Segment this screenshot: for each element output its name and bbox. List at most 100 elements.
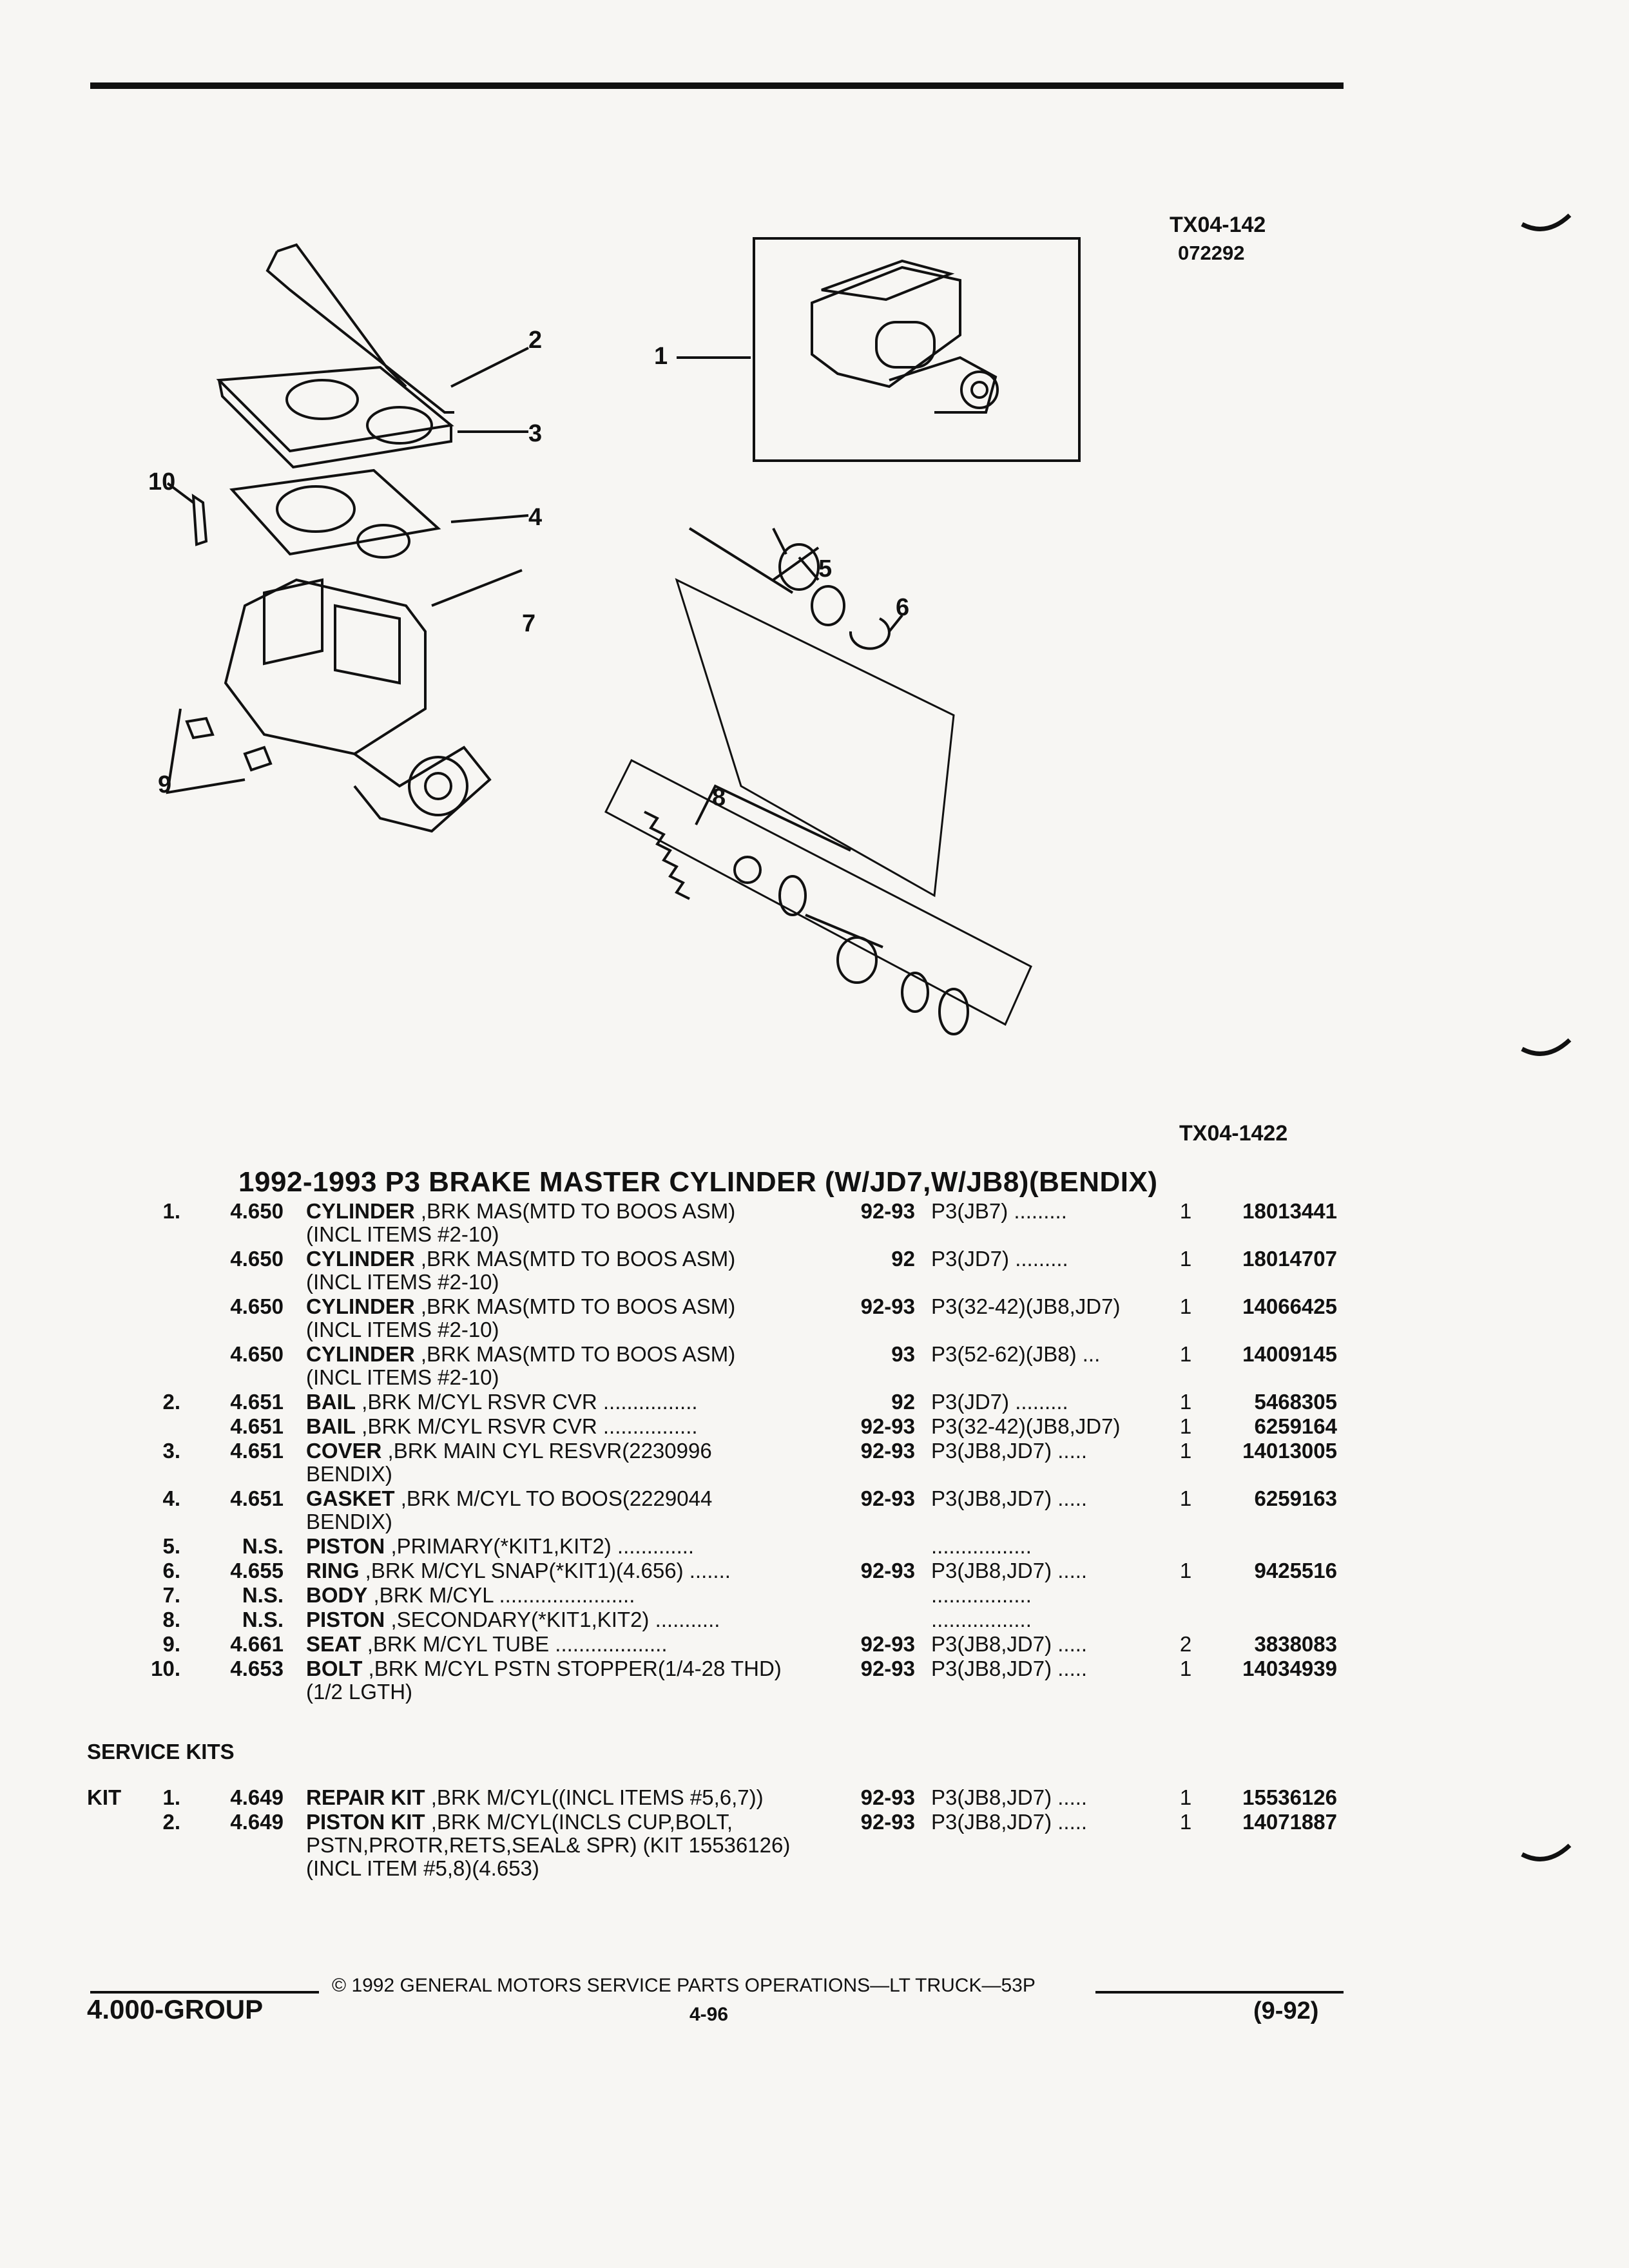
part-description: BAIL ,BRK M/CYL RSVR CVR ...............…	[306, 1390, 698, 1414]
part-detail: ,BRK M/CYL((INCL ITEMS #5,6,7))	[430, 1785, 764, 1809]
years: 92-93	[860, 1414, 915, 1438]
item-number: 1.	[162, 1199, 180, 1223]
part-number: 5468305	[1254, 1390, 1337, 1414]
model: P3(JB8,JD7) .....	[931, 1486, 1088, 1510]
group-number: N.S.	[242, 1608, 284, 1631]
part-description: COVER ,BRK MAIN CYL RESVR(2230996	[306, 1439, 712, 1463]
group-number: 4.650	[230, 1342, 284, 1366]
model: P3(JB8,JD7) .....	[931, 1657, 1088, 1680]
model: .................	[931, 1534, 1032, 1558]
group-number: 4.661	[230, 1632, 284, 1656]
quantity: 1	[1179, 1294, 1192, 1318]
part-name: CYLINDER	[306, 1247, 415, 1271]
part-detail: ,BRK MAIN CYL RESVR(2230996	[387, 1439, 712, 1463]
item-number: 6.	[162, 1559, 180, 1582]
item-number: 3.	[162, 1439, 180, 1463]
part-detail: ,BRK M/CYL(INCLS CUP,BOLT,	[430, 1810, 733, 1834]
part-description: CYLINDER ,BRK MAS(MTD TO BOOS ASM)	[306, 1295, 735, 1318]
part-number: 3838083	[1254, 1632, 1337, 1656]
callout-4: 4	[528, 504, 542, 531]
part-name: RING	[306, 1559, 360, 1582]
part-description: CYLINDER ,BRK MAS(MTD TO BOOS ASM)	[306, 1343, 735, 1366]
part-description: BODY ,BRK M/CYL .......................	[306, 1584, 635, 1607]
quantity: 2	[1179, 1632, 1192, 1656]
part-description: REPAIR KIT ,BRK M/CYL((INCL ITEMS #5,6,7…	[306, 1786, 764, 1809]
part-name: GASKET	[306, 1486, 395, 1510]
item-number: 5.	[162, 1534, 180, 1558]
part-description: SEAT ,BRK M/CYL TUBE ...................	[306, 1633, 668, 1656]
part-name: PISTON	[306, 1534, 385, 1558]
ref-code: TX04-142	[1170, 213, 1266, 237]
part-detail: ,PRIMARY(*KIT1,KIT2) .............	[390, 1534, 695, 1558]
model: P3(32-42)(JB8,JD7)	[931, 1414, 1121, 1438]
model: P3(JD7) .........	[931, 1247, 1068, 1271]
part-description: BOLT ,BRK M/CYL PSTN STOPPER(1/4-28 THD)	[306, 1657, 782, 1680]
part-number: 6259163	[1254, 1486, 1337, 1510]
part-description-cont: BENDIX)	[306, 1462, 392, 1486]
part-number: 14013005	[1242, 1439, 1337, 1463]
part-description-cont: (INCL ITEMS #2-10)	[306, 1318, 499, 1341]
part-name: COVER	[306, 1439, 382, 1463]
quantity: 1	[1179, 1199, 1192, 1223]
exploded-parts-diagram: 1 2 3 4 5 6 7 8 9 10	[148, 237, 1081, 1035]
part-description: GASKET ,BRK M/CYL TO BOOS(2229044	[306, 1487, 712, 1510]
part-description-cont: (INCL ITEMS #2-10)	[306, 1365, 499, 1389]
callout-7: 7	[522, 610, 535, 637]
item-number: 4.	[162, 1486, 180, 1510]
model: P3(JB8,JD7) .....	[931, 1632, 1088, 1656]
part-name: PISTON KIT	[306, 1810, 425, 1834]
model: .................	[931, 1583, 1032, 1607]
quantity: 1	[1179, 1390, 1192, 1414]
part-name: BAIL	[306, 1390, 356, 1414]
item-number: 2.	[162, 1810, 180, 1834]
quantity: 1	[1179, 1559, 1192, 1582]
part-detail: ,BRK M/CYL .......................	[373, 1583, 635, 1607]
years: 92-93	[860, 1559, 915, 1582]
part-detail: ,BRK M/CYL RSVR CVR ................	[361, 1390, 698, 1414]
part-description-cont: (INCL ITEMS #2-10)	[306, 1270, 499, 1294]
group-number: 4.650	[230, 1199, 284, 1223]
model: P3(JD7) .........	[931, 1390, 1068, 1414]
part-detail: ,BRK MAS(MTD TO BOOS ASM)	[420, 1199, 736, 1223]
group-number: 4.649	[230, 1785, 284, 1809]
callout-8: 8	[712, 784, 726, 811]
part-detail: ,BRK M/CYL TO BOOS(2229044	[400, 1486, 713, 1510]
kit-label: KIT	[87, 1785, 122, 1809]
years: 92	[891, 1247, 915, 1271]
model: P3(JB8,JD7) .....	[931, 1559, 1088, 1582]
quantity: 1	[1179, 1486, 1192, 1510]
model: P3(32-42)(JB8,JD7)	[931, 1294, 1121, 1318]
group-number: N.S.	[242, 1583, 284, 1607]
part-number: 14034939	[1242, 1657, 1337, 1680]
top-rule	[90, 82, 1344, 89]
years: 92-93	[860, 1785, 915, 1809]
part-name: CYLINDER	[306, 1199, 415, 1223]
part-description: CYLINDER ,BRK MAS(MTD TO BOOS ASM)	[306, 1200, 735, 1223]
model: P3(JB8,JD7) .....	[931, 1439, 1088, 1463]
part-name: BODY	[306, 1583, 368, 1607]
callout-3: 3	[528, 420, 542, 447]
part-number: 15536126	[1242, 1785, 1337, 1809]
years: 92-93	[860, 1810, 915, 1834]
quantity: 1	[1179, 1414, 1192, 1438]
footer-rule-left	[90, 1991, 319, 1994]
margin-mark-icon	[1521, 213, 1572, 231]
part-description: PISTON ,SECONDARY(*KIT1,KIT2) ..........…	[306, 1608, 720, 1631]
item-number: 8.	[162, 1608, 180, 1631]
part-description: CYLINDER ,BRK MAS(MTD TO BOOS ASM)	[306, 1247, 735, 1271]
part-detail: ,BRK M/CYL TUBE ...................	[367, 1632, 668, 1656]
model: P3(JB8,JD7) .....	[931, 1785, 1088, 1809]
part-number: 14009145	[1242, 1342, 1337, 1366]
quantity: 1	[1179, 1785, 1192, 1809]
years: 92	[891, 1390, 915, 1414]
item-number: 10.	[151, 1657, 180, 1680]
years: 92-93	[860, 1632, 915, 1656]
model: P3(JB8,JD7) .....	[931, 1810, 1088, 1834]
part-name: PISTON	[306, 1608, 385, 1631]
quantity: 1	[1179, 1342, 1192, 1366]
part-detail: ,BRK M/CYL RSVR CVR ................	[361, 1414, 698, 1438]
margin-mark-icon	[1521, 1843, 1572, 1861]
quantity: 1	[1179, 1810, 1192, 1834]
service-kits-heading: SERVICE KITS	[87, 1740, 235, 1763]
years: 92-93	[860, 1486, 915, 1510]
